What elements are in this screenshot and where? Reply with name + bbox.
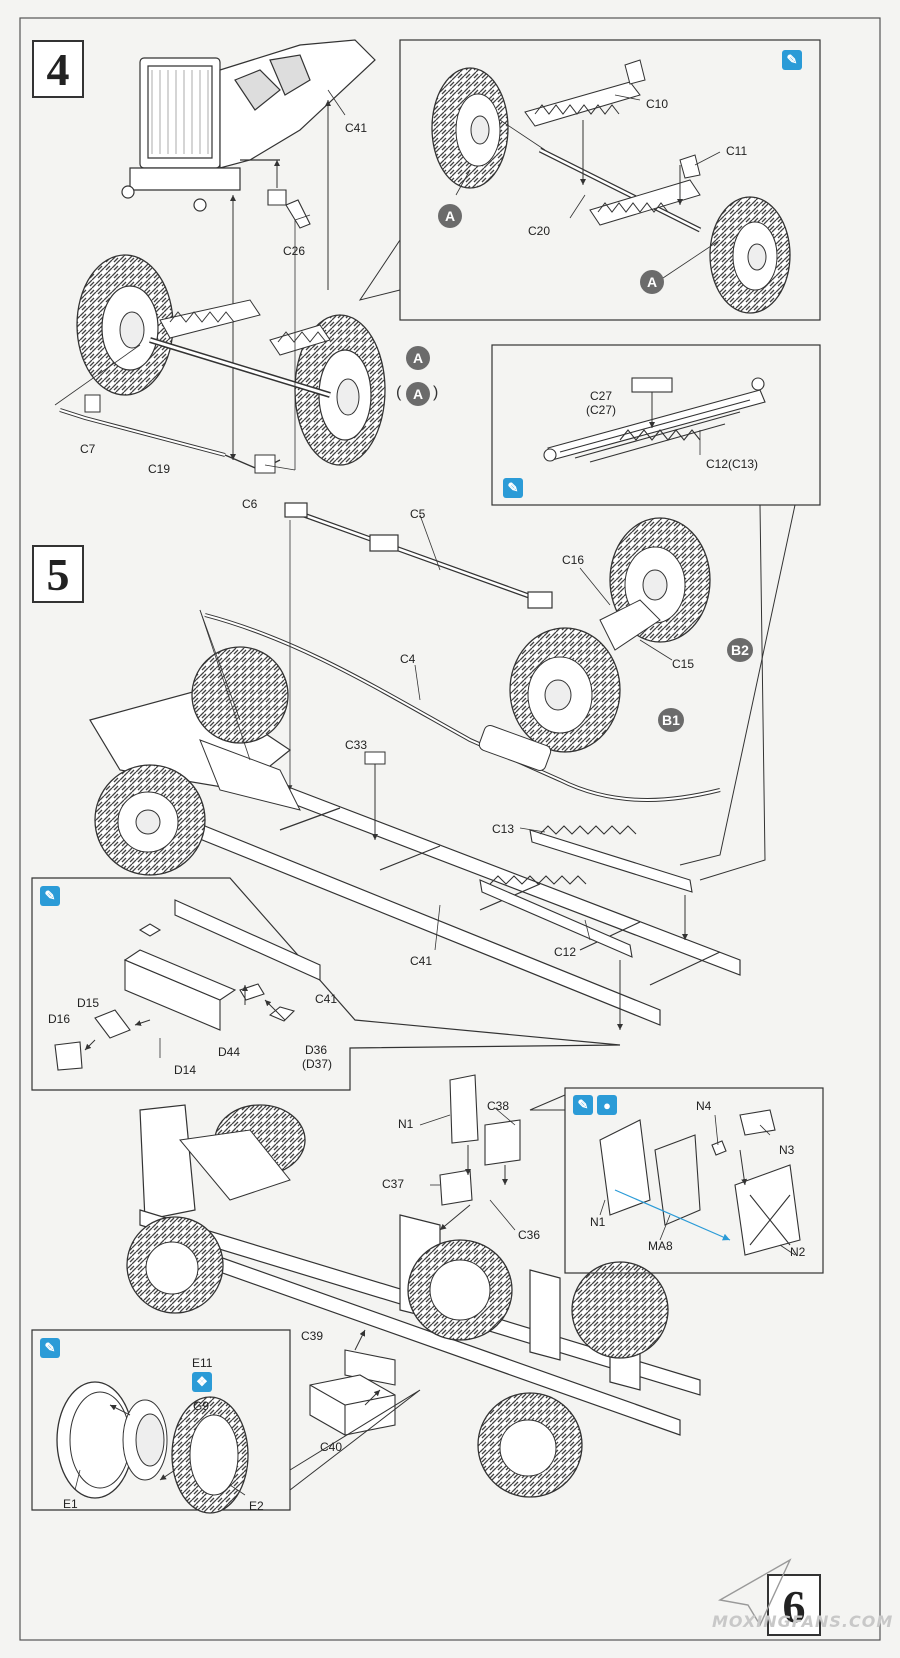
label-c11: C11	[726, 144, 748, 158]
label-c10: C10	[646, 97, 669, 111]
jerrycan-inset-border	[564, 1087, 824, 1274]
label-c15: C15	[672, 657, 695, 671]
label-n1-main: N1	[398, 1117, 414, 1131]
label-c16: C16	[562, 553, 585, 567]
label-d37: (D37)	[302, 1057, 333, 1071]
paren-open: (	[396, 384, 402, 401]
label-c13: C13	[492, 822, 515, 836]
cement-glue-icon: ✎	[573, 1095, 593, 1115]
label-ma8: MA8	[648, 1239, 673, 1253]
label-c26: C26	[283, 244, 306, 258]
label-n3: N3	[779, 1143, 795, 1157]
jerrycan-inset-parts	[599, 1109, 801, 1256]
label-c37: C37	[382, 1177, 405, 1191]
cement-glue-icon: ✎	[503, 478, 523, 498]
spare-wheel-inset-border	[31, 1329, 291, 1511]
label-n1-inset: N1	[590, 1215, 606, 1229]
label-c27-paren: (C27)	[586, 403, 617, 417]
optional-part-icon: ❖	[192, 1372, 212, 1392]
spare-wheel-parts	[56, 1381, 249, 1514]
jerrycan-n1	[439, 1074, 521, 1206]
label-d15: D15	[77, 996, 100, 1010]
label-d44: D44	[218, 1045, 241, 1059]
label-d14: D14	[174, 1063, 197, 1077]
label-c12: C12	[554, 945, 577, 959]
label-c40: C40	[320, 1440, 343, 1454]
label-c36: C36	[518, 1228, 541, 1242]
marker-a-inset-left: A	[438, 204, 462, 228]
label-c38: C38	[487, 1099, 510, 1113]
label-c39: C39	[301, 1329, 324, 1343]
label-n4: N4	[696, 1099, 712, 1113]
label-c7: C7	[80, 442, 96, 456]
toolbox-c40	[309, 1349, 396, 1436]
label-g9: G9	[193, 1399, 210, 1413]
label-c4: C4	[400, 652, 416, 666]
label-n2: N2	[790, 1245, 806, 1259]
marker-a-main-paren: A	[406, 382, 430, 406]
label-d16: D16	[48, 1012, 71, 1026]
site-watermark: MOXINGFANS.COM	[712, 1612, 894, 1631]
step-number-4: 4	[32, 40, 84, 98]
front-axle-step4	[76, 254, 386, 466]
label-c27: C27	[590, 389, 613, 403]
paper-plane-logo	[717, 1558, 792, 1627]
label-e1: E1	[63, 1497, 78, 1511]
label-c41-top: C41	[345, 121, 368, 135]
label-c41-mid: C41	[410, 954, 433, 968]
bumper-inset-border	[31, 877, 621, 1091]
marker-a-inset-right: A	[640, 270, 664, 294]
label-c20: C20	[528, 224, 551, 238]
label-c33: C33	[345, 738, 368, 752]
leaf-spring-inset	[543, 377, 766, 463]
label-c41-inset: C41	[315, 992, 338, 1006]
bumper-assembly	[54, 899, 321, 1071]
spring-inset-border	[491, 344, 821, 506]
driveshaft-c5	[284, 502, 553, 609]
part-c26	[267, 189, 311, 229]
label-c12-c13: C12(C13)	[706, 457, 759, 471]
paren-close: )	[433, 384, 439, 401]
engine-front-drawing	[121, 39, 376, 212]
marker-b2: B2	[727, 638, 753, 662]
label-c5: C5	[410, 507, 426, 521]
cement-glue-icon: ✎	[40, 1338, 60, 1358]
leaf-springs-step5	[479, 825, 693, 958]
step-number-5: 5	[32, 545, 84, 603]
label-c6: C6	[242, 497, 258, 511]
step4-inset-border	[399, 39, 821, 321]
label-d36: D36	[305, 1043, 328, 1057]
cement-glue-icon: ✎	[782, 50, 802, 70]
cement-glue-icon: ✎	[40, 886, 60, 906]
label-e2: E2	[249, 1499, 264, 1513]
marker-a-main: A	[406, 346, 430, 370]
marker-b1: B1	[658, 708, 684, 732]
inset-axle-assembly	[431, 59, 791, 314]
label-c19: C19	[148, 462, 171, 476]
label-e11: E11	[192, 1356, 213, 1370]
page-border	[19, 17, 881, 1641]
rear-axle-step5	[509, 517, 711, 753]
step-number-6: 6	[782, 1580, 806, 1632]
paint-icon: ●	[597, 1095, 617, 1115]
